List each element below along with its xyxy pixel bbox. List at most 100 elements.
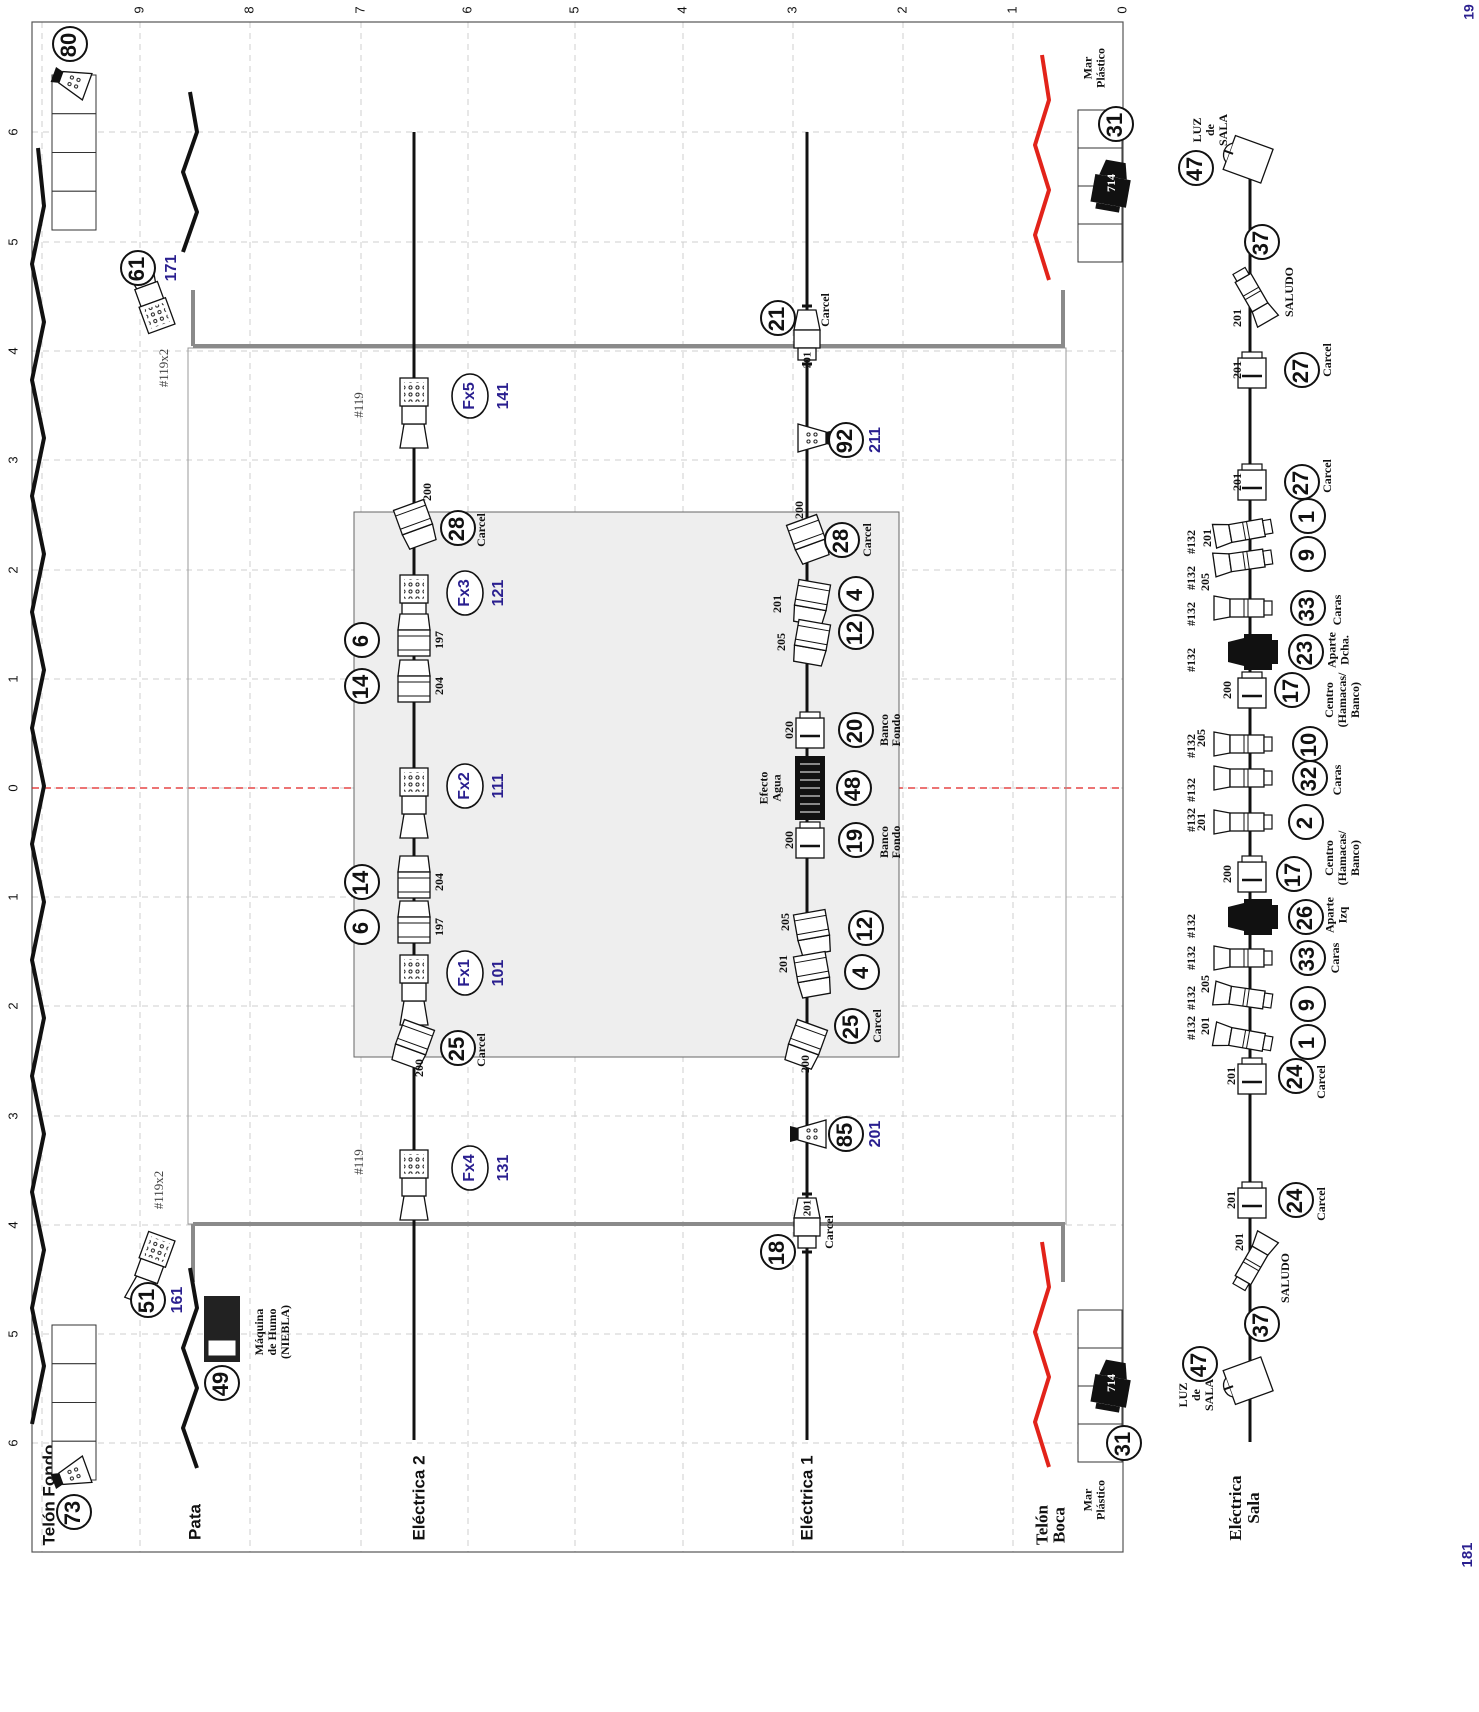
channel-80: 80 [56, 33, 81, 57]
channel-sala: 27 [1288, 359, 1313, 383]
fx-number: Fx2 [456, 772, 473, 800]
fx-number: Fx1 [456, 959, 473, 987]
carcel-label: Carcel [818, 292, 832, 326]
channel-sala-ring [1244, 224, 1280, 260]
saludo-label: SALUDO [1282, 267, 1296, 317]
channel-sala: 47 [1186, 1353, 1211, 1377]
centro-label: Centro(Hamacas/Banco) [1322, 830, 1362, 885]
banco-label-text: BancoFondo [877, 826, 903, 859]
e2-pc-fixture [397, 900, 431, 944]
gel-label: #119x2 [156, 349, 171, 388]
gel-label: 714 [1104, 1374, 1118, 1392]
channel-sala-ring [1290, 1024, 1326, 1060]
channel-e1: 85 [832, 1123, 857, 1147]
channel-sala-ring [1278, 1182, 1314, 1218]
channel-e1-ring [838, 712, 874, 748]
left-tick-label: 3 [5, 456, 20, 463]
color-label-161: 161 [169, 1287, 186, 1314]
channel-e2: 25 [444, 1037, 469, 1061]
channel-49: 49 [208, 1372, 233, 1396]
gel-label: 201 [1224, 1191, 1238, 1209]
carcel-label: Carcel [860, 522, 874, 556]
channel-sala: 37 [1248, 1313, 1273, 1337]
gel-label: 201 [770, 595, 784, 613]
channel-e1-ring [834, 1008, 870, 1044]
gel-label: #132 [1184, 602, 1198, 626]
gel-label: 020 [782, 721, 796, 739]
gel-label: 201 [1224, 1067, 1238, 1085]
top-tick-label: 8 [241, 6, 256, 13]
sala-profile-fixture [1212, 980, 1275, 1014]
channel-e1-ring [760, 1234, 796, 1270]
leg-curtain-right [181, 91, 199, 253]
channel-e1-ring [828, 422, 864, 458]
left-tick-label: 6 [5, 1439, 20, 1446]
channel-e1-ring [838, 614, 874, 650]
rail-label-e1: Eléctrica 1 [797, 1455, 816, 1540]
mar-label: MarPlástico [1081, 48, 1108, 88]
channel-31-ring [1106, 1425, 1142, 1461]
channel-sala: 9 [1294, 999, 1319, 1011]
aparte-label-text: AparteDcha. [1325, 631, 1352, 668]
gel-label: 200 [798, 1055, 812, 1073]
gel-label: #132 [1184, 778, 1198, 802]
sala-profile-fixture [1211, 513, 1275, 549]
sala-profile-fixture [1213, 731, 1273, 757]
sala-profile-fixture [1213, 945, 1273, 971]
sala-profile-fixture [1213, 809, 1273, 835]
luz-sala-label-text: LUZdeSALA [1176, 1379, 1216, 1411]
channel-e2-ring [344, 909, 380, 945]
banco-label: BancoFondo [877, 826, 903, 859]
fx-number: Fx3 [456, 579, 473, 607]
channel-sala-ring [1274, 672, 1310, 708]
top-tick-label: 6 [459, 6, 474, 13]
channel-e1-ring [824, 522, 860, 558]
channel-e1: 21 [764, 307, 789, 331]
channel-31-ring [1098, 106, 1134, 142]
gel-label: #119 [351, 1149, 366, 1175]
channel-51: 51 [134, 1289, 159, 1313]
sala-par-fixture [1236, 670, 1268, 710]
caras-label: Caras [1330, 594, 1344, 625]
channel-e1: 4 [848, 966, 873, 979]
luz-sala-label: LUZdeSALA [1190, 114, 1230, 146]
gel-label: #132 [1184, 914, 1198, 938]
carcel-label: Carcel [822, 1214, 836, 1248]
back-wall-block [51, 152, 97, 192]
color-label: 201 [867, 1121, 884, 1148]
smoke-machine-label-text: Máquinade Humo(NIEBLA) [252, 1305, 292, 1359]
gel-label: 205 [1194, 729, 1208, 747]
front-wall-block [1077, 1309, 1123, 1349]
channel-sala-ring [1288, 899, 1324, 935]
left-tick-label: 2 [5, 1002, 20, 1009]
channel-51-ring [130, 1282, 166, 1318]
back-wall-block [51, 1363, 97, 1403]
gel-label: 200 [420, 483, 434, 501]
fx-color: 111 [490, 773, 507, 798]
gel-label: 200 [792, 501, 806, 519]
carcel-label: Carcel [474, 1032, 488, 1066]
gel-label: #132 [1184, 734, 1198, 758]
channel-e2-ring [440, 1030, 476, 1066]
left-tick-label: 5 [5, 1330, 20, 1337]
channel-sala: 33 [1294, 947, 1319, 971]
gel-label: 201 [1230, 473, 1244, 491]
aparte-label-text: AparteIzq [1323, 896, 1350, 933]
e1-par-fixture [794, 710, 826, 750]
gel-label: 197 [432, 631, 446, 649]
e1-par-fixture [794, 820, 826, 860]
caras-label: Caras [1328, 942, 1342, 973]
carcel-label: Carcel [1320, 458, 1334, 492]
carcel-label: Carcel [870, 1008, 884, 1042]
channel-e1: 4 [842, 588, 867, 601]
channel-sala: 1 [1294, 511, 1319, 523]
left-tick-label: 5 [5, 238, 20, 245]
front-curtain-right [1033, 54, 1051, 281]
sala-black-fixture [1228, 634, 1278, 670]
top-corner-label: 19 [1461, 4, 1477, 20]
gel-label: 201 [802, 352, 814, 369]
mar-label-text: MarPlástico [1081, 48, 1108, 88]
channel-e2: 6 [348, 635, 373, 647]
left-tick-label: 1 [5, 893, 20, 900]
channel-sala-ring [1292, 760, 1328, 796]
